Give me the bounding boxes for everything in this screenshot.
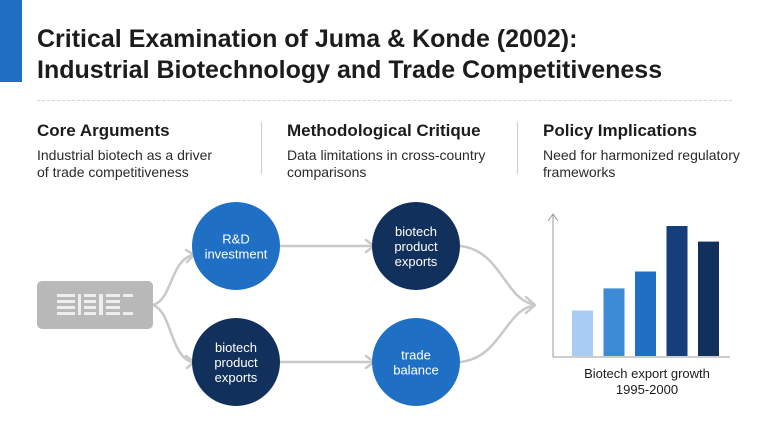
chart-bar-5: [698, 241, 719, 356]
connector-exports-to-chart: [458, 244, 534, 306]
flow-node-label: biotech: [395, 224, 437, 239]
chart-bars: [572, 226, 719, 356]
flow-nodes: R&Dinvestmentbiotechproductexportsbiotec…: [192, 202, 460, 406]
flow-node-label: biotech: [215, 340, 257, 355]
flow-node-circle: [192, 318, 280, 406]
flow-node-label: trade: [401, 348, 431, 363]
flow-node-label: investment: [205, 247, 268, 262]
arrowhead-icon: [524, 295, 537, 315]
connector-trade-to-chart: [458, 304, 534, 364]
column-separator: [517, 122, 518, 174]
flow-node-circle: [192, 202, 280, 290]
flow-node-label: balance: [393, 363, 439, 378]
barcode-icon: [57, 294, 133, 315]
column-heading: Core Arguments: [37, 121, 170, 140]
title-line-2: Industrial Biotechnology and Trade Compe…: [37, 56, 663, 84]
column-description-line-1: Industrial biotech as a driver: [37, 147, 213, 163]
chart-bar-3: [635, 271, 656, 356]
flow-node-label: R&D: [222, 232, 249, 247]
column-heading: Methodological Critique: [287, 121, 481, 140]
flow-node-label: product: [214, 355, 258, 370]
column-description-line-1: Need for harmonized regulatory: [543, 147, 740, 163]
accent-bar: [0, 0, 22, 82]
column-description: Need for harmonized regulatory framework…: [543, 147, 753, 181]
bar-chart: [547, 213, 730, 358]
column-policy-implications: Policy Implications Need for harmonized …: [543, 120, 753, 181]
column-description-line-2: of trade competitiveness: [37, 164, 189, 180]
column-core-arguments: Core Arguments Industrial biotech as a d…: [37, 120, 247, 181]
column-description: Industrial biotech as a driver of trade …: [37, 147, 247, 181]
flow-node-label: product: [394, 239, 438, 254]
column-heading: Policy Implications: [543, 121, 697, 140]
page-title: Critical Examination of Juma & Konde (20…: [37, 24, 737, 86]
flow-node-label: exports: [395, 254, 438, 269]
axis-arrow-icon: [547, 213, 559, 222]
chart-caption-line-2: 1995-2000: [615, 382, 679, 397]
chart-caption-line-1: Biotech export growth: [584, 366, 710, 381]
flow-node-label: exports: [215, 370, 258, 385]
chart-bar-1: [572, 310, 593, 356]
title-line-1: Critical Examination of Juma & Konde (20…: [37, 25, 578, 53]
column-description-line-2: frameworks: [543, 164, 616, 180]
column-methodological-critique: Methodological Critique Data limitations…: [287, 120, 497, 181]
flow-connectors: [151, 244, 534, 364]
column-description-line-1: Data limitations in cross-country: [287, 147, 486, 163]
column-separator: [261, 122, 262, 174]
connector-source-to-rd: [151, 253, 194, 307]
connector-source-to-exports: [151, 303, 194, 364]
chart-caption: Biotech export growth 1995-2000: [552, 366, 742, 398]
title-divider: [37, 100, 732, 101]
column-description: Data limitations in cross-country compar…: [287, 147, 497, 181]
chart-bar-4: [666, 226, 688, 356]
flow-node-circle: [372, 202, 460, 290]
source-block: [37, 281, 153, 329]
flow-node-circle: [372, 318, 460, 406]
chart-bar-2: [603, 288, 625, 356]
column-description-line-2: comparisons: [287, 164, 367, 180]
